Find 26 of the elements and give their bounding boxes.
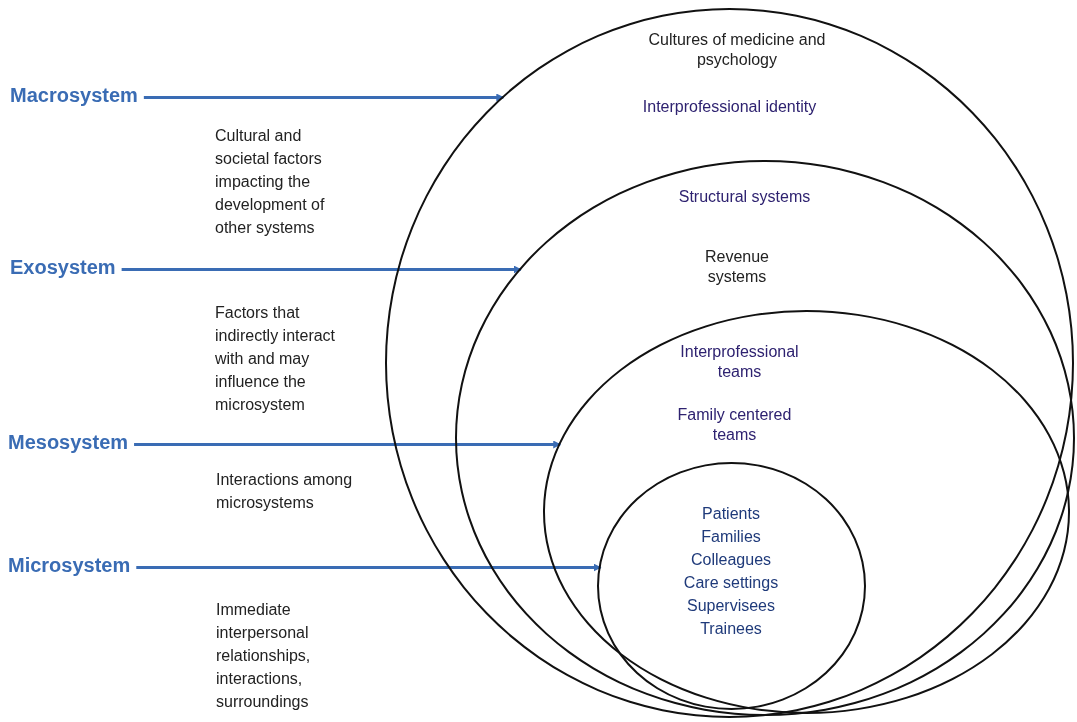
circle-label: Interprofessional teams — [679, 342, 800, 382]
list-item: Patients — [701, 504, 761, 524]
circle-label: Structural systems — [677, 187, 812, 207]
circle-label: Cultures of medicine and psychology — [647, 30, 827, 70]
circle — [385, 8, 1074, 718]
circle — [455, 160, 1075, 716]
list-item: Care settings — [682, 573, 780, 593]
arrow — [121, 265, 522, 274]
system-label: Microsystem — [8, 554, 131, 577]
circle-label: Family centered teams — [676, 405, 793, 445]
arrow — [136, 563, 602, 572]
circle-label: Interprofessional identity — [641, 97, 818, 117]
circle — [543, 310, 1070, 714]
circle — [597, 462, 866, 710]
system-label: Macrosystem — [10, 84, 138, 107]
list-item: Supervisees — [685, 596, 776, 616]
list-item: Colleagues — [689, 550, 773, 570]
description-text: Cultural and societal factors impacting the development of other systems — [215, 126, 326, 238]
system-label: Exosystem — [10, 256, 116, 279]
list-item: Trainees — [699, 619, 763, 639]
system-label: Mesosystem — [8, 431, 129, 454]
circle-label: Revenue systems — [703, 247, 770, 287]
description-text: Interactions among microsystems — [216, 470, 354, 513]
description-text: Immediate interpersonal relationships, interactions, surroundings — [216, 600, 312, 712]
list-item: Families — [700, 527, 762, 547]
description-text: Factors that indirectly interact with and may influence the microsystem — [215, 303, 337, 415]
